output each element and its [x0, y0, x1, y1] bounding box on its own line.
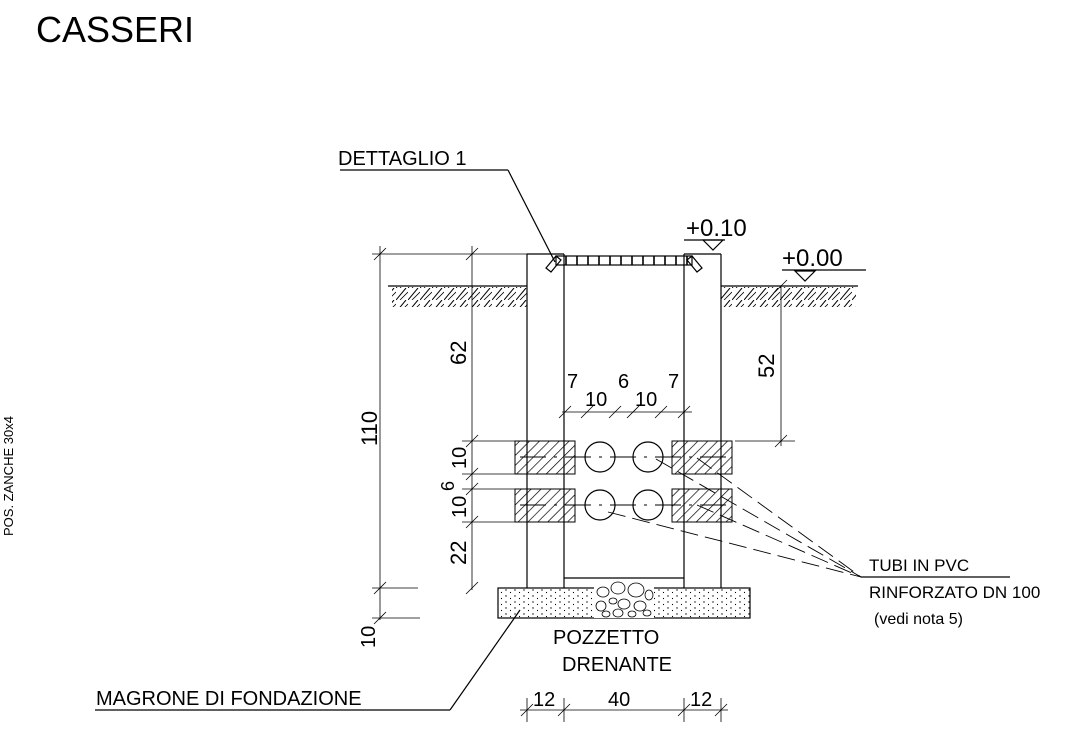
svg-text:DRENANTE: DRENANTE [562, 654, 672, 676]
callout-base: MAGRONE DI FONDAZIONE [95, 609, 521, 711]
dim-slot-top: 10 [449, 447, 471, 469]
dim-depth-right: 52 [754, 354, 779, 378]
svg-text:DETTAGLIO 1: DETTAGLIO 1 [338, 148, 467, 170]
callout-detail: DETTAGLIO 1 [338, 148, 556, 263]
callout-drain: POZZETTO DRENANTE [553, 627, 672, 676]
dim-hole-w1: 7 [567, 371, 578, 393]
callout-pipes: TUBI IN PVC RINFORZATO DN 100 (vedi nota… [607, 457, 1040, 628]
dim-base-thickness: 10 [358, 626, 380, 648]
dim-wall-right: 12 [690, 689, 712, 711]
level-ground-marker: +0.00 [782, 245, 866, 282]
side-label: POS. ZANCHE 30x4 [1, 416, 16, 536]
svg-text:+0.10: +0.10 [686, 215, 747, 242]
drainage-gravel [594, 581, 654, 618]
dim-inner-width: 40 [608, 689, 630, 711]
dim-total-height: 110 [357, 411, 382, 446]
svg-text:+0.00: +0.00 [782, 245, 843, 272]
formwork-walls [526, 253, 722, 588]
dim-slot-gap: 6 [438, 481, 458, 491]
svg-text:MAGRONE DI FONDAZIONE: MAGRONE DI FONDAZIONE [96, 688, 362, 710]
grating-cover [545, 255, 703, 273]
svg-text:(vedi nota 5): (vedi nota 5) [874, 611, 963, 628]
ground-line [388, 285, 858, 307]
dimension-lines [372, 246, 795, 722]
level-top-marker: +0.10 [684, 215, 747, 251]
dim-upper-height: 62 [446, 341, 471, 365]
dim-lower-height: 22 [446, 541, 471, 565]
pipe-openings [514, 440, 733, 523]
svg-text:RINFORZATO DN 100: RINFORZATO DN 100 [869, 583, 1040, 602]
svg-text:POZZETTO: POZZETTO [553, 627, 659, 649]
dim-hole-w2: 10 [585, 389, 607, 411]
drawing-title: CASSERI [36, 9, 194, 50]
dim-hole-w3: 6 [618, 371, 629, 393]
dim-hole-w5: 7 [668, 371, 679, 393]
dim-slot-bottom: 10 [449, 496, 471, 518]
dim-wall-left: 12 [533, 689, 555, 711]
dimension-labels: 110 62 10 6 10 22 10 52 7 10 6 10 7 12 4… [357, 341, 779, 711]
svg-text:TUBI IN PVC: TUBI IN PVC [869, 556, 969, 575]
dim-hole-w4: 10 [635, 389, 657, 411]
